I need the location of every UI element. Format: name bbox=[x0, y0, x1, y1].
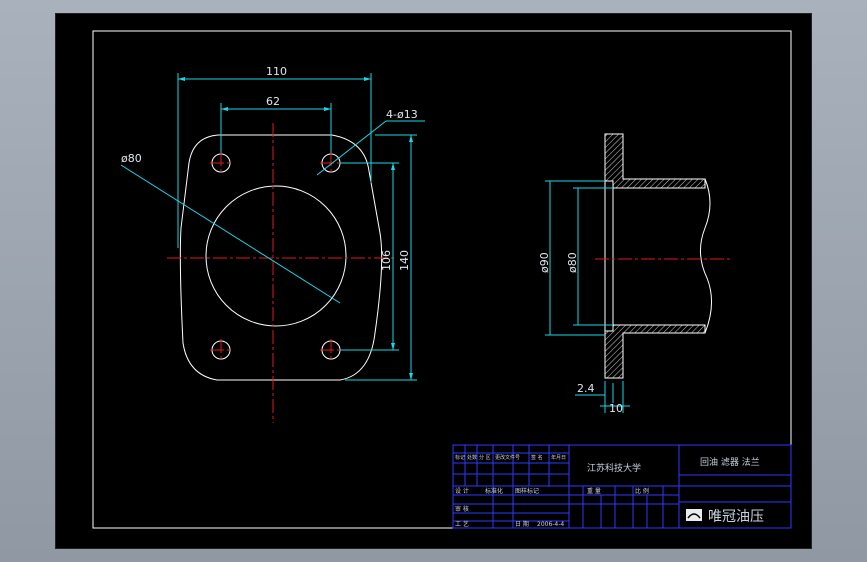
flange-plate-outline bbox=[179, 134, 383, 381]
front-centerlines bbox=[167, 123, 395, 423]
dim-outer-diameter-label: ø90 bbox=[538, 252, 551, 273]
dim-inner-diameter-label: ø80 bbox=[566, 252, 579, 273]
company-logo-icon bbox=[686, 509, 702, 521]
tb-col-change-doc: 更改文件号 bbox=[495, 454, 520, 461]
side-view: ø90 ø80 2.4 10 bbox=[538, 133, 730, 415]
tb-col-zone: 分 区 bbox=[479, 454, 491, 461]
side-break-line bbox=[700, 178, 712, 334]
dim-bore-diameter-label: ø80 bbox=[121, 152, 142, 165]
dim-62-label: 62 bbox=[266, 95, 280, 108]
front-dimension-lines bbox=[120, 73, 425, 381]
side-section-upper bbox=[604, 133, 706, 189]
tb-row-standard: 标准化 bbox=[485, 487, 503, 495]
dim-flange-thickness-label: 10 bbox=[609, 402, 623, 415]
tb-col-date: 年月日 bbox=[551, 454, 566, 461]
tb-row-weight: 重 量 bbox=[587, 487, 601, 495]
tb-school-name: 江苏科技大学 bbox=[587, 462, 641, 474]
tb-row-date: 日 期 bbox=[515, 520, 529, 528]
drawing-sheet[interactable]: 110 62 4-ø13 ø80 106 140 bbox=[55, 13, 812, 549]
cad-drawing-canvas[interactable]: 110 62 4-ø13 ø80 106 140 bbox=[55, 13, 812, 549]
title-block: 设 计 标准化 图样标记 审 核 工 艺 日 期 2006-4-4 重 量 比 … bbox=[452, 444, 792, 529]
front-view: 110 62 4-ø13 ø80 106 140 bbox=[120, 65, 425, 423]
tb-row-process: 工 艺 bbox=[455, 520, 469, 528]
tb-company-name: 唯冠油压 bbox=[708, 509, 764, 525]
tb-row-design: 设 计 bbox=[455, 487, 469, 495]
side-dimension-lines bbox=[545, 180, 630, 413]
dim-hole-callout-label: 4-ø13 bbox=[386, 108, 418, 121]
side-section-lower bbox=[604, 324, 706, 379]
front-dimension-arrows bbox=[178, 77, 413, 380]
dim-140-label: 140 bbox=[398, 250, 411, 271]
tb-date: 2006-4-4 bbox=[537, 521, 564, 528]
tb-col-count: 处数 bbox=[467, 454, 477, 461]
tb-row-sample-mark: 图样标记 bbox=[515, 487, 539, 495]
tb-row-scale: 比 例 bbox=[635, 487, 649, 495]
title-block-grid bbox=[452, 444, 792, 529]
dim-wall-label: 2.4 bbox=[577, 382, 595, 395]
tb-part-name: 回油 滤器 法兰 bbox=[700, 456, 760, 468]
tb-row-check: 审 核 bbox=[455, 505, 469, 513]
dim-106-label: 106 bbox=[380, 250, 393, 271]
drawing-border bbox=[92, 30, 792, 529]
bore-circle bbox=[205, 185, 347, 327]
dim-110-label: 110 bbox=[266, 65, 287, 78]
tb-col-signature: 签 名 bbox=[531, 454, 543, 461]
tb-col-mark: 标记 bbox=[455, 454, 465, 461]
